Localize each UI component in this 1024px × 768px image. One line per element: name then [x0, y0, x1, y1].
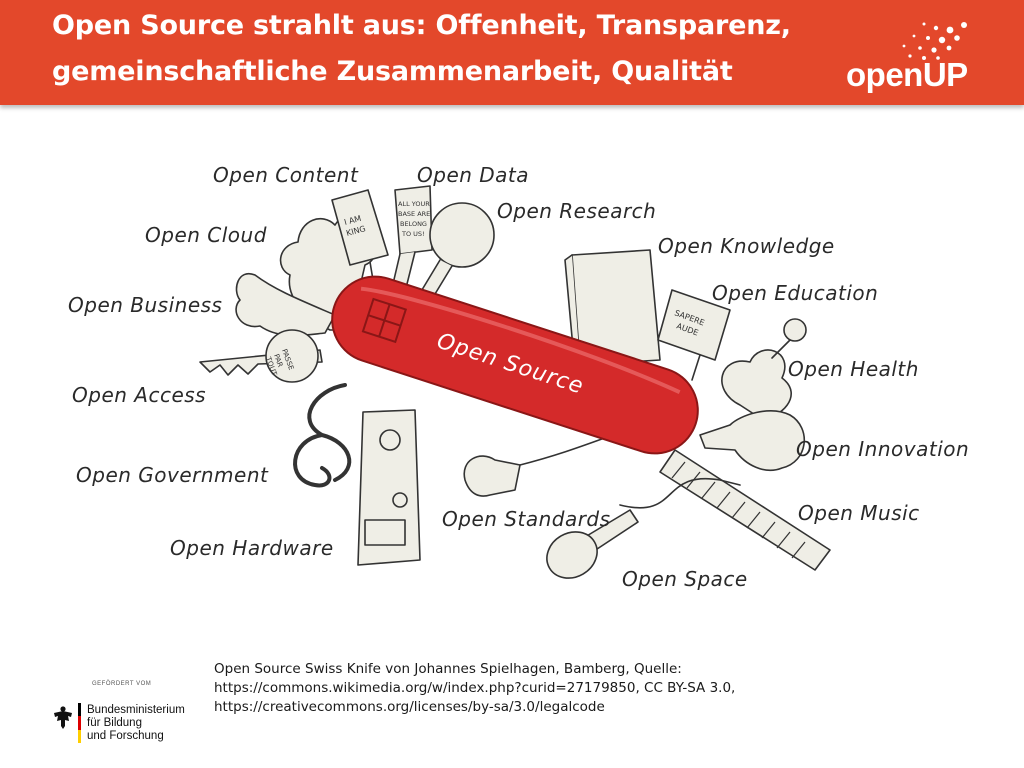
heart-tool	[721, 349, 792, 419]
bulb-tool	[699, 410, 805, 472]
can-text-4: TO US!	[401, 230, 425, 238]
slide-title-line-2: gemeinschaftliche Zusammenarbeit, Qualit…	[52, 56, 733, 87]
label-open-innovation: Open Innovation	[796, 437, 969, 461]
label-open-standards: Open Standards	[442, 507, 611, 531]
image-credit-caption: Open Source Swiss Knife von Johannes Spi…	[214, 660, 774, 717]
can-text-3: BELONG	[400, 220, 427, 228]
federal-eagle-icon	[54, 706, 72, 729]
can-text-1: ALL YOUR	[398, 200, 430, 208]
german-flag-stripe	[78, 703, 81, 743]
swiss-knife-illustration: I AM KING ALL YOUR BASE ARE BELONG TO US…	[68, 163, 969, 591]
caption-line-1: Open Source Swiss Knife von Johannes Spi…	[214, 661, 682, 677]
plaque-tool	[657, 289, 731, 361]
label-open-hardware: Open Hardware	[170, 536, 334, 560]
label-open-knowledge: Open Knowledge	[658, 234, 835, 258]
label-open-education: Open Education	[712, 281, 878, 305]
label-open-business: Open Business	[68, 293, 222, 317]
openup-logo: openUP	[838, 18, 978, 98]
label-open-data: Open Data	[417, 163, 529, 187]
ministry-line-2: für Bildung	[87, 717, 142, 729]
funding-label: GEFÖRDERT VOM	[92, 681, 152, 687]
title-bar: Open Source strahlt aus: Offenheit, Tran…	[0, 0, 1024, 105]
label-open-access: Open Access	[72, 383, 206, 407]
ministry-name: Bundesministerium für Bildung und Forsch…	[87, 704, 185, 743]
knife-body	[331, 275, 699, 455]
sign-text-1: I AM	[343, 214, 362, 227]
logo-wordmark: openUP	[846, 56, 968, 93]
keyboard-tool	[659, 449, 831, 571]
caption-line-3: https://creativecommons.org/licenses/by-…	[214, 699, 605, 715]
label-open-cloud: Open Cloud	[145, 223, 267, 247]
can-text-2: BASE ARE	[398, 210, 430, 218]
label-open-space: Open Space	[622, 567, 748, 591]
ministry-line-1: Bundesministerium	[87, 704, 185, 716]
label-open-government: Open Government	[76, 463, 269, 487]
can-tool	[394, 185, 433, 255]
label-open-health: Open Health	[788, 357, 919, 381]
plug-tool	[463, 455, 521, 497]
label-open-content: Open Content	[213, 163, 359, 187]
logo-dots-icon	[902, 22, 967, 60]
label-open-research: Open Research	[497, 199, 656, 223]
paragraph-tool	[293, 383, 352, 488]
caption-line-2: https://commons.wikimedia.org/w/index.ph…	[214, 680, 736, 696]
label-open-music: Open Music	[798, 501, 920, 525]
globe-tool	[429, 202, 495, 268]
sign-tool	[331, 189, 389, 266]
slide-title-line-1: Open Source strahlt aus: Offenheit, Tran…	[52, 10, 791, 41]
ministry-line-3: und Forschung	[87, 730, 164, 742]
